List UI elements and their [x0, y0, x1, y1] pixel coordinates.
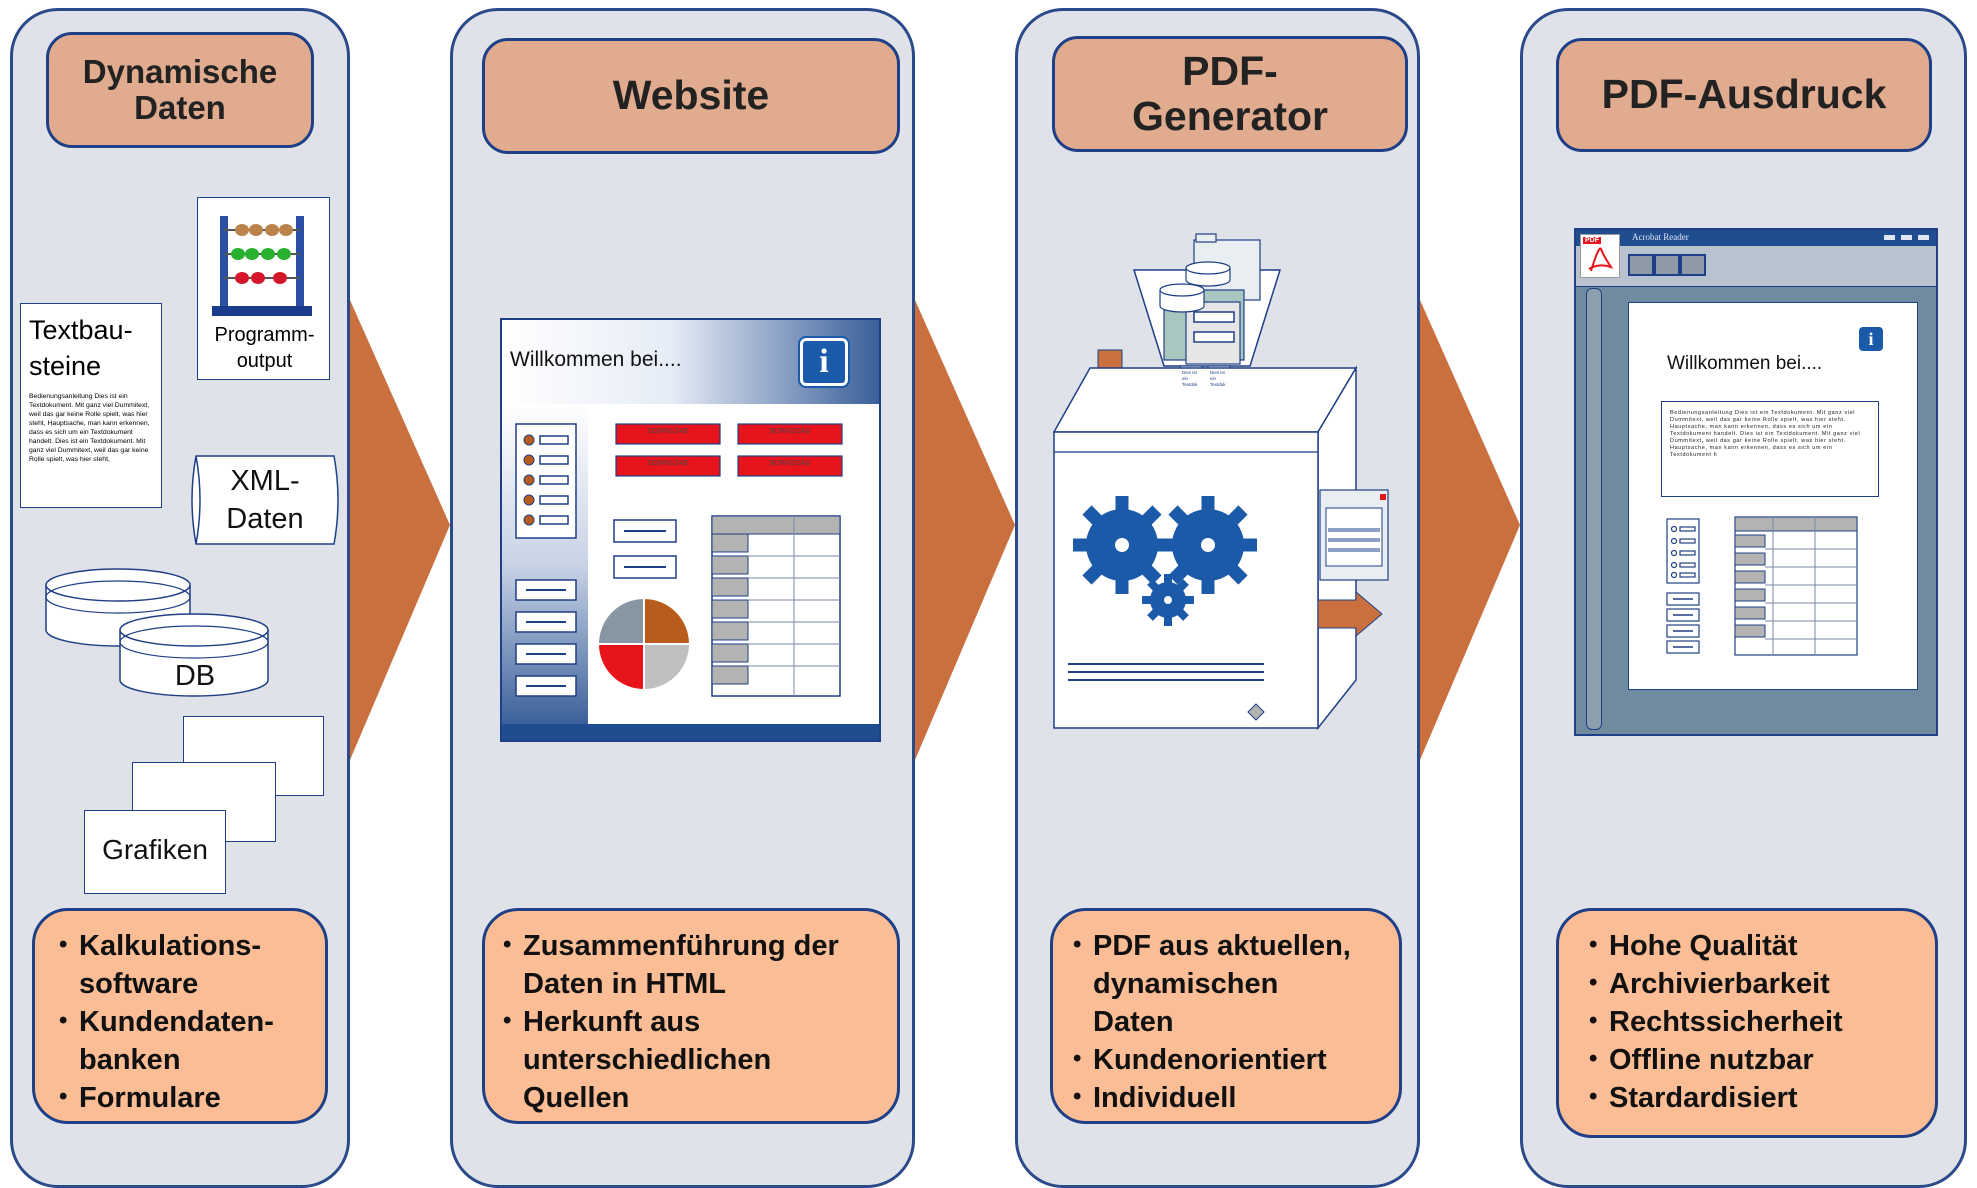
generator-doc-text: Dies ist ein Textdok: [1182, 370, 1198, 387]
download-button: DOWNLOAD: [647, 460, 689, 467]
xml-label: XML- Daten: [226, 465, 304, 535]
toolbar-button: [1628, 254, 1654, 276]
reader-text-block: Bedienungsanleitung Dies ist ein Textdok…: [1661, 401, 1879, 497]
textbausteine-title: Textbau- steine: [29, 315, 133, 381]
bullet-item: Rechtssicherheit: [1589, 1002, 1925, 1041]
textbausteine-document: Textbau- steine Bedienungsanleitung Dies…: [20, 303, 162, 508]
bullets-dynamische-daten: Kalkulations-software Kundendaten-banken…: [32, 908, 328, 1124]
website-widgets: [515, 423, 843, 697]
programm-output-label: Programm- output: [214, 324, 315, 372]
toolbar-button: [1680, 254, 1706, 276]
bullets-pdf-ausdruck: Hohe Qualität Archivierbarkeit Rechtssic…: [1556, 908, 1938, 1138]
bullet-item: Individuell: [1073, 1078, 1389, 1117]
grafiken-page-front: [84, 810, 226, 894]
pdf-logo-icon: PDF: [1580, 234, 1620, 278]
download-button: DOWNLOAD: [769, 460, 811, 467]
reader-welcome: Willkommen bei....: [1667, 353, 1823, 374]
abacus-icon: [212, 216, 312, 316]
title-line: Dynamische: [82, 52, 278, 90]
grafiken-label: Grafiken: [102, 834, 208, 865]
website-mockup: Willkommen bei.... i: [500, 318, 881, 742]
bullet-item: Kundendaten-banken: [59, 1002, 315, 1079]
bullet-item: Stardardisiert: [1589, 1078, 1925, 1117]
title-line: Daten: [134, 89, 226, 126]
textbausteine-body: Bedienungsanleitung Dies ist ein Textdok…: [29, 393, 150, 463]
title-website: Website: [482, 38, 900, 154]
bullet-item: Kundenorientiert: [1073, 1040, 1389, 1079]
reader-window-controls: [1884, 235, 1930, 240]
title-dynamische-daten: Dynamische Daten: [46, 32, 314, 148]
title-pdf-ausdruck: PDF-Ausdruck: [1556, 38, 1932, 152]
reader-page: i Willkommen bei.... Bedienungsanleitung…: [1628, 302, 1918, 690]
title-pdf-generator: PDF- Generator: [1052, 36, 1408, 152]
reader-page-widgets: [1666, 516, 1858, 656]
reader-side-rail: [1586, 288, 1602, 730]
bullet-item: Formulare: [59, 1078, 315, 1117]
acrobat-reader-window: Acrobat Reader PDF i Willkommen bei.... …: [1574, 228, 1938, 736]
db-label: DB: [174, 660, 216, 692]
bullet-item: Offline nutzbar: [1589, 1040, 1925, 1079]
bullet-item: Hohe Qualität: [1589, 926, 1925, 965]
programm-output-box: Programm- output: [197, 197, 330, 380]
info-icon: i: [798, 336, 850, 388]
generator-doc-text: Dies ist ein Textdok: [1210, 370, 1226, 387]
pie-chart: [596, 596, 692, 692]
download-button: DOWNLOAD: [647, 428, 689, 435]
flow-arrow-1: [350, 300, 450, 760]
gear-icon: [1073, 496, 1257, 626]
website-welcome: Willkommen bei....: [510, 348, 682, 371]
info-icon: i: [1859, 327, 1883, 351]
website-footer: [502, 724, 879, 740]
reader-app-title: Acrobat Reader: [1632, 232, 1689, 242]
toolbar-button: [1654, 254, 1680, 276]
bullet-item: Kalkulations-software: [59, 926, 315, 1003]
pdf-badge: PDF: [1583, 237, 1601, 244]
bullet-item: Archivierbarkeit: [1589, 964, 1925, 1003]
reader-doc-text: Bedienungsanleitung Dies ist ein Textdok…: [1670, 410, 1861, 458]
flow-arrow-2: [915, 300, 1015, 760]
download-button: DOWNLOAD: [769, 428, 811, 435]
acrobat-swirl-icon: [1588, 247, 1614, 272]
reader-titlebar: [1576, 230, 1936, 246]
flow-arrow-3: [1420, 300, 1520, 760]
